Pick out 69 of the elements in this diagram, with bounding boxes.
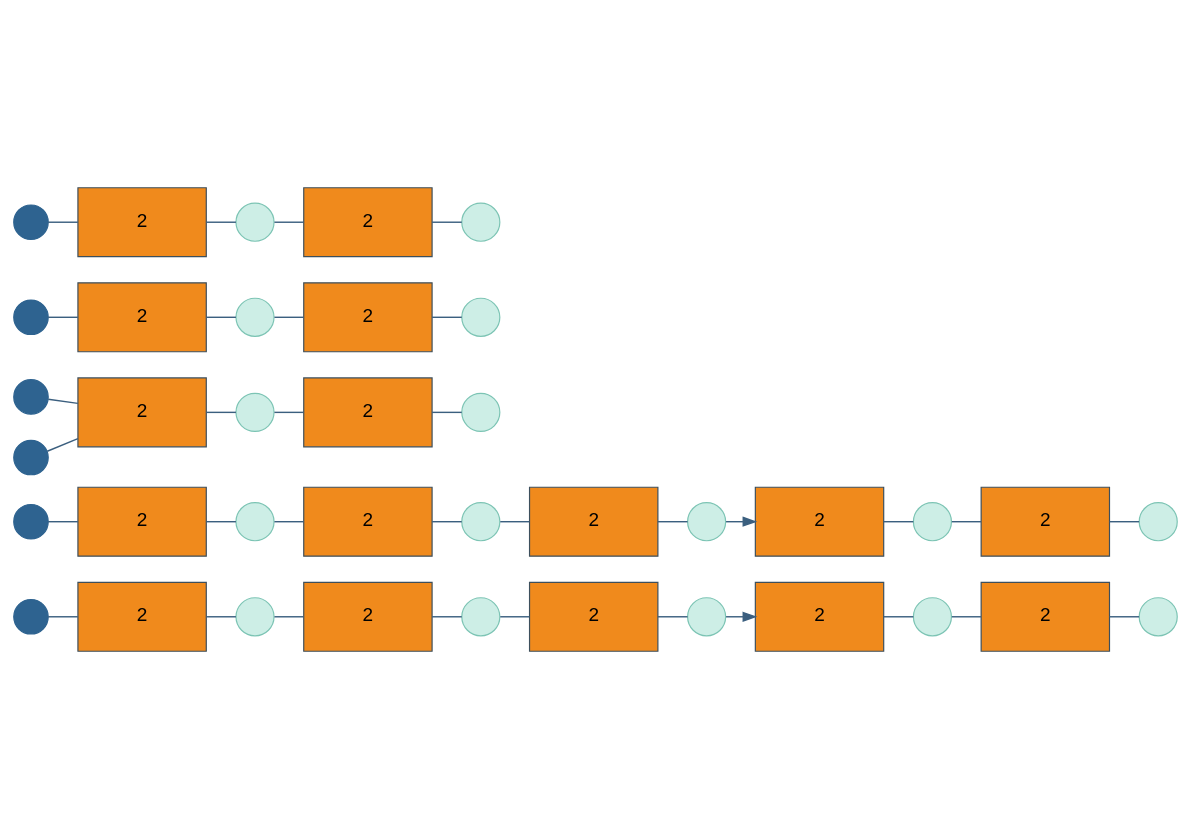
node-circle <box>1138 597 1178 637</box>
node-circle <box>235 392 275 432</box>
connector <box>273 521 305 523</box>
connector <box>431 411 463 414</box>
node-box: 2 <box>528 581 659 652</box>
connector <box>273 221 305 223</box>
connector <box>657 521 689 523</box>
node-circle <box>687 502 727 542</box>
node-circle <box>912 502 953 542</box>
connector <box>273 411 305 414</box>
node-circle <box>13 503 49 540</box>
node-circle <box>461 392 501 432</box>
node-circle <box>235 202 275 242</box>
node-box: 2 <box>303 581 433 652</box>
node-circle <box>461 202 501 242</box>
connector <box>499 521 531 523</box>
connector <box>1108 616 1140 618</box>
connector <box>431 616 463 618</box>
node-box: 2 <box>77 377 207 448</box>
connector <box>499 616 531 618</box>
node-box: 2 <box>303 486 433 557</box>
node-circle <box>461 502 501 542</box>
connector <box>47 616 79 618</box>
node-circle <box>13 598 49 635</box>
connector <box>883 521 915 523</box>
node-circle <box>1138 502 1178 542</box>
connector <box>205 411 237 414</box>
connector <box>273 616 305 618</box>
connector <box>47 521 79 523</box>
connector <box>205 316 237 318</box>
node-circle <box>13 379 49 415</box>
node-circle <box>235 297 275 337</box>
node-box: 2 <box>980 581 1111 652</box>
connector <box>205 221 237 223</box>
node-circle <box>687 597 727 637</box>
node-box: 2 <box>303 377 433 448</box>
connector <box>205 521 237 523</box>
node-box: 2 <box>754 486 885 557</box>
node-box: 2 <box>77 486 207 557</box>
node-box: 2 <box>77 187 207 258</box>
connector <box>47 398 79 405</box>
connector <box>951 521 982 523</box>
connector <box>657 616 689 618</box>
node-box: 2 <box>303 187 433 258</box>
connector <box>431 521 463 523</box>
node-circle <box>912 597 953 637</box>
node-box: 2 <box>77 282 207 353</box>
connector <box>47 221 79 223</box>
node-circle <box>13 439 49 476</box>
connector <box>205 616 237 618</box>
connector <box>431 221 463 223</box>
connector <box>883 616 915 618</box>
node-box: 2 <box>980 486 1111 557</box>
node-box: 2 <box>303 282 433 353</box>
node-box: 2 <box>754 581 885 652</box>
node-circle <box>13 204 49 241</box>
node-circle <box>461 297 501 337</box>
connector <box>273 316 305 318</box>
node-box: 2 <box>528 486 659 557</box>
node-circle <box>235 597 275 637</box>
node-circle <box>235 502 275 542</box>
connector <box>951 616 982 618</box>
connector <box>46 437 79 452</box>
connector <box>1108 521 1140 523</box>
node-circle <box>13 299 49 336</box>
node-box: 2 <box>77 581 207 652</box>
connector <box>431 316 463 318</box>
node-circle <box>461 597 501 637</box>
connector <box>47 316 79 318</box>
